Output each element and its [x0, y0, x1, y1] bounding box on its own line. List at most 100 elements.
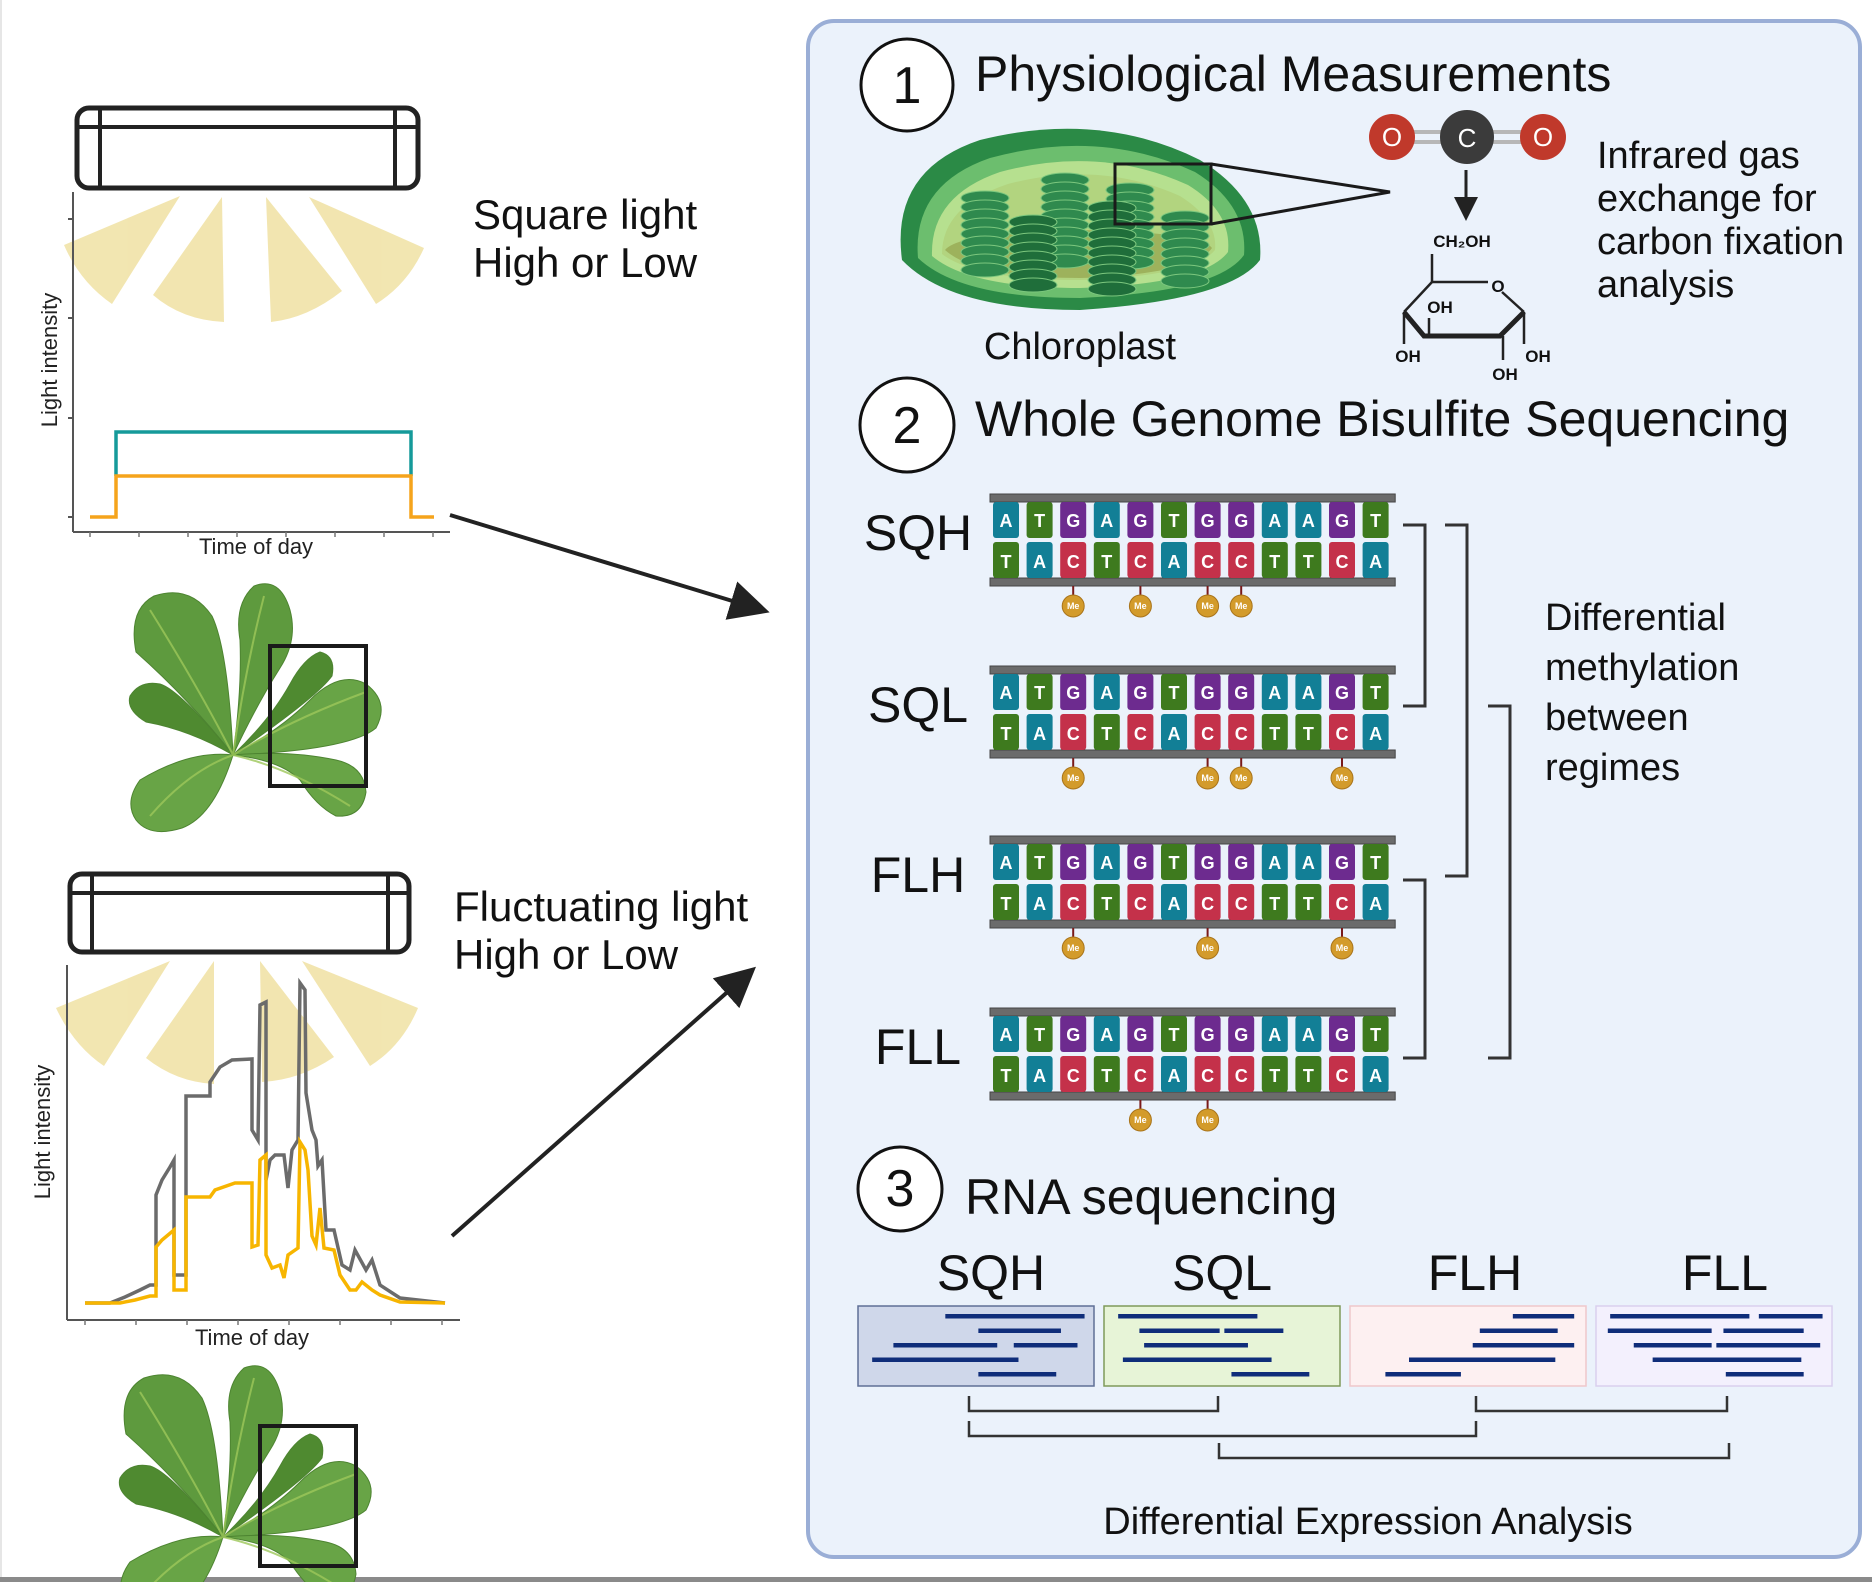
- comparison-text-line: regimes: [1545, 747, 1680, 789]
- base-letter: G: [1335, 853, 1349, 873]
- step1-section: 1 Physiological Measurements Chloroplast…: [859, 37, 1844, 384]
- methyl-label: Me: [1235, 773, 1248, 783]
- base-letter: C: [1201, 894, 1214, 914]
- methyl-label: Me: [1336, 943, 1349, 953]
- plant-icon: [118, 1365, 372, 1582]
- base-bottom: [1329, 1056, 1355, 1092]
- base-letter: T: [1303, 894, 1314, 914]
- base-letter: T: [1169, 683, 1180, 703]
- base-top: [1026, 502, 1053, 538]
- base-letter: T: [1034, 511, 1045, 531]
- co2-atom-c: C: [1458, 123, 1477, 153]
- base-top: [1194, 844, 1221, 880]
- base-bottom: [1194, 542, 1221, 578]
- base-top: [1161, 844, 1187, 880]
- workflow-panel: [806, 19, 1862, 1559]
- base-letter: T: [1001, 894, 1012, 914]
- base-letter: T: [1303, 1066, 1314, 1086]
- base-bottom: [1127, 1056, 1154, 1092]
- base-letter: G: [1335, 1025, 1349, 1045]
- thylakoid-disc: [1087, 281, 1137, 297]
- glucose-ring-o: O: [1491, 277, 1504, 296]
- base-top: [1295, 1016, 1322, 1052]
- base-top: [1026, 674, 1053, 710]
- base-letter: T: [1269, 724, 1280, 744]
- rna-sample-sql: SQL: [1103, 1245, 1341, 1387]
- base-top: [1093, 502, 1120, 538]
- base-letter: C: [1336, 552, 1349, 572]
- base-bottom: [1228, 1056, 1255, 1092]
- base-letter: A: [1168, 1066, 1181, 1086]
- methyl-label: Me: [1067, 943, 1080, 953]
- base-top: [1093, 844, 1120, 880]
- base-letter: G: [1066, 1025, 1080, 1045]
- base-bottom: [1362, 1056, 1389, 1092]
- base-letter: T: [1169, 1025, 1180, 1045]
- thylakoid-disc: [960, 262, 1010, 278]
- base-bottom: [1127, 714, 1154, 750]
- fluct-chart-axes: [66, 965, 460, 1321]
- methyl-group-icon: [1061, 766, 1085, 790]
- base-letter: G: [1066, 853, 1080, 873]
- base-bottom: [1295, 714, 1322, 750]
- step2-title: Whole Genome Bisulfite Sequencing: [975, 391, 1789, 447]
- expression-comparison-brackets: [967, 1396, 1731, 1460]
- base-letter: A: [1168, 552, 1181, 572]
- dna-backbone-top: [989, 1007, 1396, 1017]
- base-letter: A: [1369, 894, 1382, 914]
- base-letter: C: [1235, 894, 1248, 914]
- comparison-text-line: between: [1545, 697, 1689, 739]
- base-letter: T: [1034, 1025, 1045, 1045]
- base-bottom: [1127, 542, 1154, 578]
- base-top: [1093, 674, 1120, 710]
- fluct-xlabel: Time of day: [195, 1325, 309, 1350]
- plant-icon: [128, 583, 382, 833]
- base-bottom: [1194, 714, 1221, 750]
- methyl-label: Me: [1067, 601, 1080, 611]
- rna-read: [1231, 1372, 1310, 1377]
- step1-title: Physiological Measurements: [975, 46, 1611, 102]
- rna-read: [1139, 1328, 1220, 1333]
- base-bottom: [1161, 542, 1187, 578]
- base-letter: G: [1133, 683, 1147, 703]
- base-letter: C: [1067, 724, 1080, 744]
- dna-backbone-top: [989, 665, 1396, 675]
- base-bottom: [993, 884, 1019, 920]
- base-bottom: [1093, 884, 1120, 920]
- base-bottom: [1026, 884, 1053, 920]
- base-bottom: [1194, 884, 1221, 920]
- light-beams-icon: [64, 196, 424, 322]
- rna-read: [1716, 1343, 1821, 1348]
- base-top: [1060, 844, 1087, 880]
- base-letter: A: [1168, 894, 1181, 914]
- base-letter: A: [1100, 511, 1113, 531]
- base-top: [1127, 844, 1154, 880]
- base-bottom: [1194, 1056, 1221, 1092]
- base-letter: C: [1336, 894, 1349, 914]
- base-letter: C: [1235, 724, 1248, 744]
- square-xlabel: Time of day: [199, 534, 313, 559]
- fluct-high-light-line: [85, 977, 446, 1305]
- dna-sample-label: SQL: [868, 677, 968, 733]
- base-top: [1194, 674, 1221, 710]
- base-top: [1329, 502, 1355, 538]
- page-bottom-edge: [0, 1577, 1872, 1582]
- methylation-comparison-brackets: [1403, 523, 1512, 1060]
- base-top: [993, 674, 1019, 710]
- glucose-ch2oh: CH₂OH: [1433, 232, 1491, 251]
- step1-description-line: exchange for: [1597, 178, 1817, 220]
- base-letter: G: [1133, 511, 1147, 531]
- base-top: [1060, 502, 1087, 538]
- base-bottom: [1329, 542, 1355, 578]
- glucose-oh-bottom: OH: [1492, 365, 1518, 384]
- methyl-group-icon: [1061, 594, 1085, 618]
- base-bottom: [1161, 714, 1187, 750]
- rna-read: [1607, 1328, 1712, 1333]
- base-letter: C: [1336, 724, 1349, 744]
- base-bottom: [1026, 714, 1053, 750]
- base-top: [1194, 1016, 1221, 1052]
- base-top: [1127, 674, 1154, 710]
